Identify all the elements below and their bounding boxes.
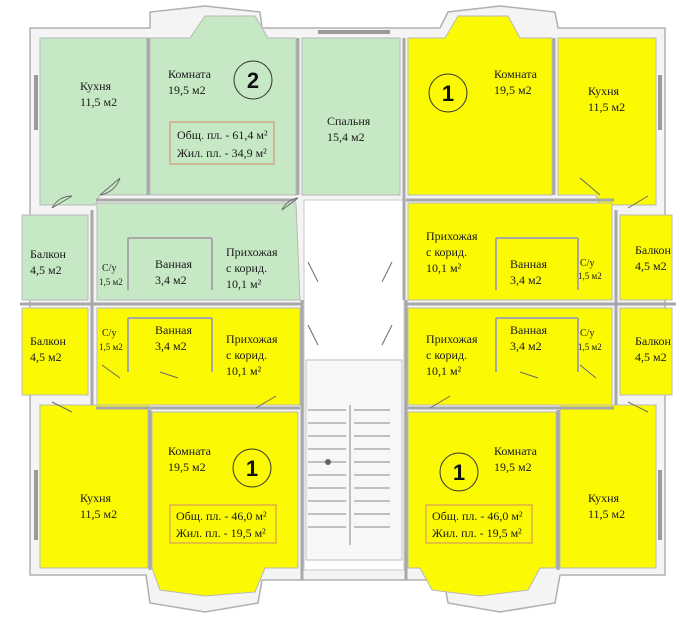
room-name: Спальня (327, 114, 371, 128)
bedroom-green (301, 37, 401, 196)
room-area: 11,5 м2 (80, 507, 117, 521)
room-name: Прихожая (426, 332, 478, 346)
room-name: С/у (102, 263, 116, 274)
kitchen-green (39, 37, 149, 206)
room-name: Прихожая (226, 332, 278, 346)
room-area: 4,5 м2 (30, 350, 62, 364)
apt1-br-living-area: Жил. пл. - 19,5 м² (432, 526, 522, 540)
room-area: 11,5 м2 (588, 507, 625, 521)
room-name: Ванная (155, 323, 193, 337)
room-name: С/у (580, 258, 594, 269)
apartment-number: 1 (453, 460, 465, 485)
doors (51, 177, 649, 413)
apartment-badges: 2 1 1 1 (232, 60, 479, 492)
area-box-apt2: Общ. пл. - 61,4 м² Жил. пл. - 34,9 м² (169, 121, 275, 165)
room-name: Прихожая (226, 245, 278, 259)
apt2-living-area: Жил. пл. - 34,9 м² (177, 146, 267, 160)
room-area: 4,5 м2 (30, 263, 62, 277)
room-area: 3,4 м2 (510, 339, 542, 353)
room-name: Ванная (510, 257, 548, 271)
apartment-2-area (21, 15, 401, 301)
room-name: Комната (168, 67, 212, 81)
room-name: Ванная (155, 257, 193, 271)
room-name-2: с корид. (226, 261, 267, 275)
room-area: 1,5 м2 (578, 342, 602, 352)
room-name: Прихожая (426, 229, 478, 243)
room-area: 15,4 м2 (327, 130, 365, 144)
room-area: 3,4 м2 (155, 273, 187, 287)
interior-walls (20, 38, 676, 580)
room-area: 10,1 м² (426, 364, 462, 378)
room-area: 4,5 м2 (635, 259, 667, 273)
room-area: 3,4 м2 (510, 273, 542, 287)
room-name: Кухня (80, 491, 112, 505)
apt1-bl-living-area: Жил. пл. - 19,5 м² (176, 526, 266, 540)
stair-core (303, 199, 405, 571)
apt2-total-area: Общ. пл. - 61,4 м² (177, 128, 268, 142)
room-name: Балкон (635, 334, 672, 348)
room-area: 3,4 м2 (155, 339, 187, 353)
room-area: 1,5 м2 (99, 342, 123, 352)
room-name: С/у (580, 328, 594, 339)
room-area: 1,5 м2 (578, 271, 602, 281)
room-name: Кухня (80, 79, 112, 93)
balcony-green (21, 214, 89, 301)
room-area: 19,5 м2 (168, 83, 206, 97)
room-green (149, 15, 297, 196)
apartment-number: 1 (442, 81, 454, 106)
room-name-2: с корид. (226, 348, 267, 362)
yellow-apartments (21, 15, 673, 597)
room-name: Ванная (510, 323, 548, 337)
apt1-bl-total-area: Общ. пл. - 46,0 м² (176, 509, 267, 523)
room-area: 11,5 м2 (80, 95, 117, 109)
room-name: Балкон (635, 243, 672, 257)
room-area: 19,5 м2 (494, 83, 532, 97)
room-area: 19,5 м2 (168, 460, 206, 474)
room-area: 1,5 м2 (99, 277, 123, 287)
room-name: Балкон (30, 247, 67, 261)
room-area: 10,1 м² (226, 277, 262, 291)
room-name: Комната (494, 444, 538, 458)
windows (34, 30, 662, 540)
room-labels: Кухня 11,5 м2 Комната 19,5 м2 Спальня 15… (30, 67, 672, 521)
room-area: 4,5 м2 (635, 350, 667, 364)
room-name: Комната (168, 444, 212, 458)
area-box-apt1-bottom-left: Общ. пл. - 46,0 м² Жил. пл. - 19,5 м² (169, 504, 277, 544)
hall-green (96, 202, 301, 301)
room-name-2: с корид. (426, 348, 467, 362)
room-name: С/у (102, 328, 116, 339)
room-area: 10,1 м² (226, 364, 262, 378)
apartment-number: 2 (247, 68, 259, 93)
apartment-number: 1 (246, 456, 258, 481)
apt1-br-total-area: Общ. пл. - 46,0 м² (432, 509, 523, 523)
room-name: Комната (494, 67, 538, 81)
room-name: Кухня (588, 491, 620, 505)
room-name-2: с корид. (426, 245, 467, 259)
area-box-apt1-bottom-right: Общ. пл. - 46,0 м² Жил. пл. - 19,5 м² (425, 504, 533, 544)
room-area: 19,5 м2 (494, 460, 532, 474)
room-area: 10,1 м² (426, 261, 462, 275)
room-name: Балкон (30, 334, 67, 348)
room-name: Кухня (588, 84, 620, 98)
room-area: 11,5 м2 (588, 100, 625, 114)
